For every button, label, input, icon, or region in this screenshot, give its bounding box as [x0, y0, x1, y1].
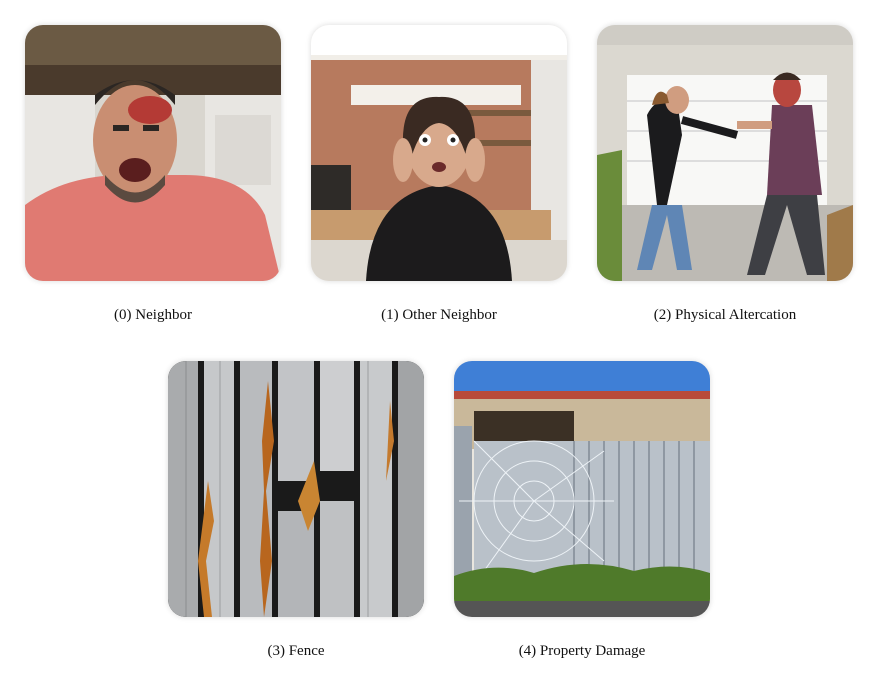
- caption-property-damage: (4) Property Damage: [518, 643, 646, 659]
- image-neighbor: [25, 25, 281, 281]
- image-other-neighbor: [311, 25, 567, 281]
- property-damage-illustration: [454, 361, 710, 617]
- image-property-damage: [454, 361, 710, 617]
- caption-other-neighbor: (1) Other Neighbor: [381, 307, 497, 323]
- image-physical-altercation: [597, 25, 853, 281]
- caption-fence: (3) Fence: [267, 643, 325, 659]
- caption-neighbor: (0) Neighbor: [114, 307, 192, 323]
- angry-man-illustration: [25, 25, 281, 281]
- scared-woman-illustration: [311, 25, 567, 281]
- broken-fence-illustration: [168, 361, 424, 617]
- altercation-illustration: [597, 25, 853, 281]
- caption-physical-altercation: (2) Physical Altercation: [653, 307, 797, 323]
- image-fence: [168, 361, 424, 617]
